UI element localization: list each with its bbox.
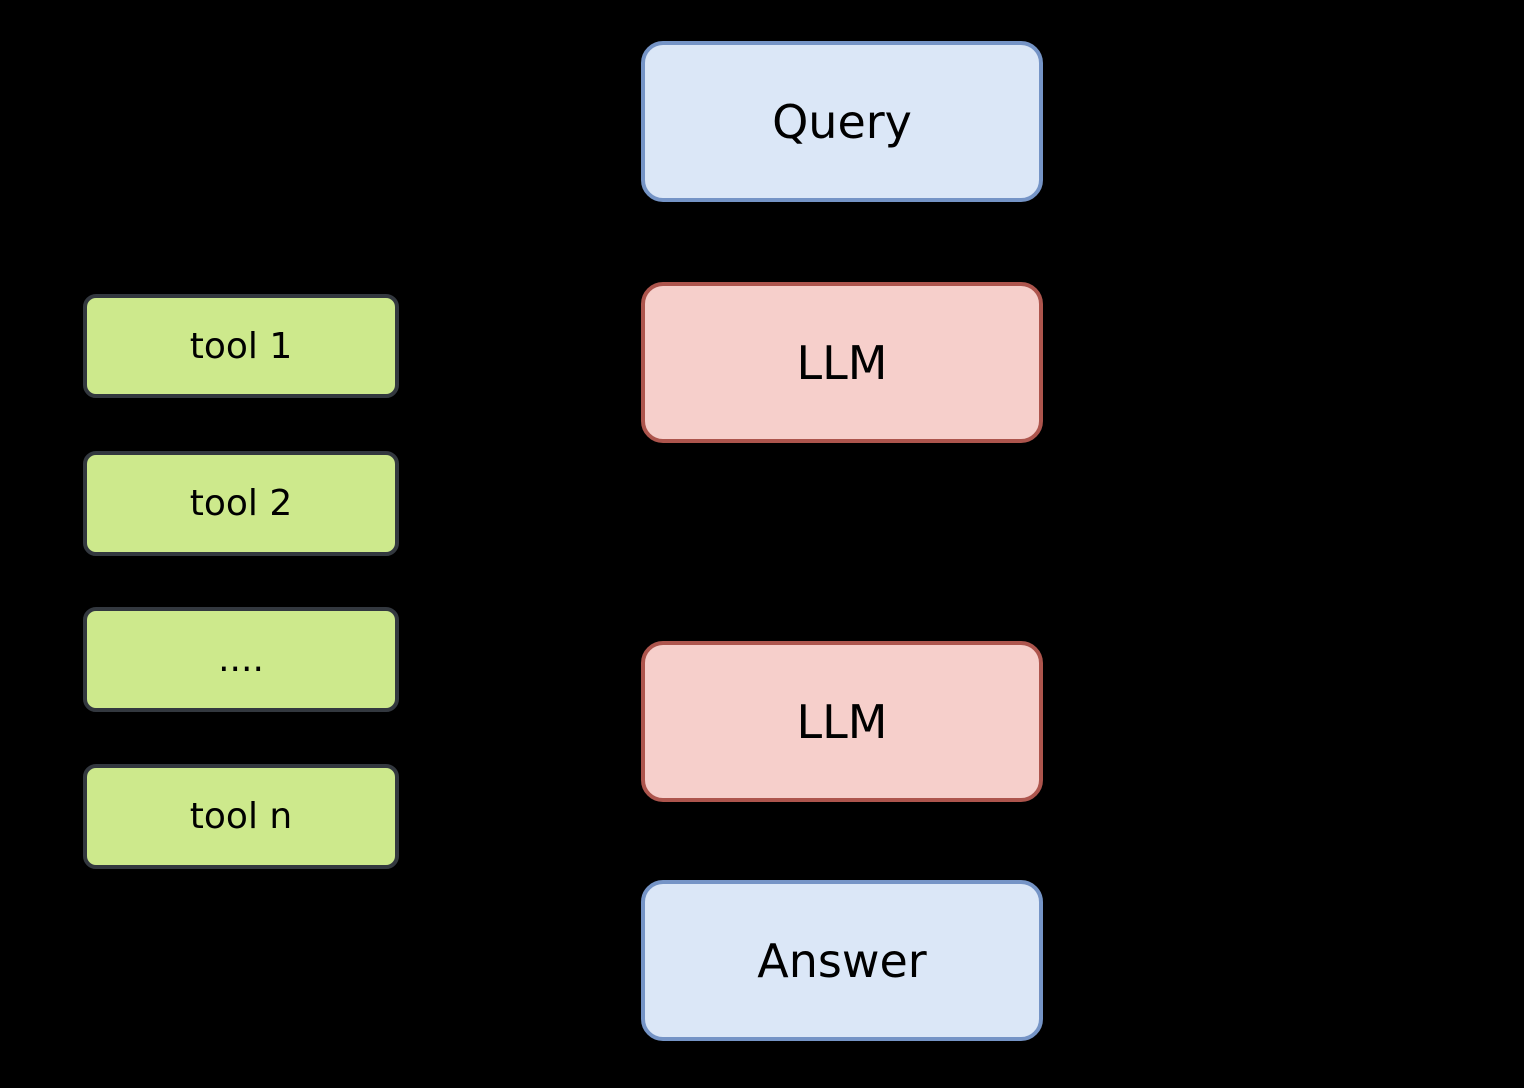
node-tool-2-label: tool 2 <box>189 483 293 524</box>
node-llm-bottom: LLM <box>641 641 1043 802</box>
node-tool-1-label: tool 1 <box>189 325 293 367</box>
node-answer-label: Answer <box>757 933 927 988</box>
node-answer: Answer <box>641 880 1043 1041</box>
node-tool-1: tool 1 <box>83 294 399 398</box>
node-llm-top-label: LLM <box>796 335 888 390</box>
node-tool-ellipsis-label: .... <box>218 639 264 680</box>
node-llm-top: LLM <box>641 282 1043 443</box>
node-tool-ellipsis: .... <box>83 607 399 712</box>
node-tool-n-label: tool n <box>189 796 293 837</box>
node-tool-n: tool n <box>83 764 399 869</box>
node-query: Query <box>641 41 1043 202</box>
node-tool-2: tool 2 <box>83 451 399 556</box>
node-llm-bottom-label: LLM <box>796 694 888 749</box>
node-query-label: Query <box>772 94 912 149</box>
